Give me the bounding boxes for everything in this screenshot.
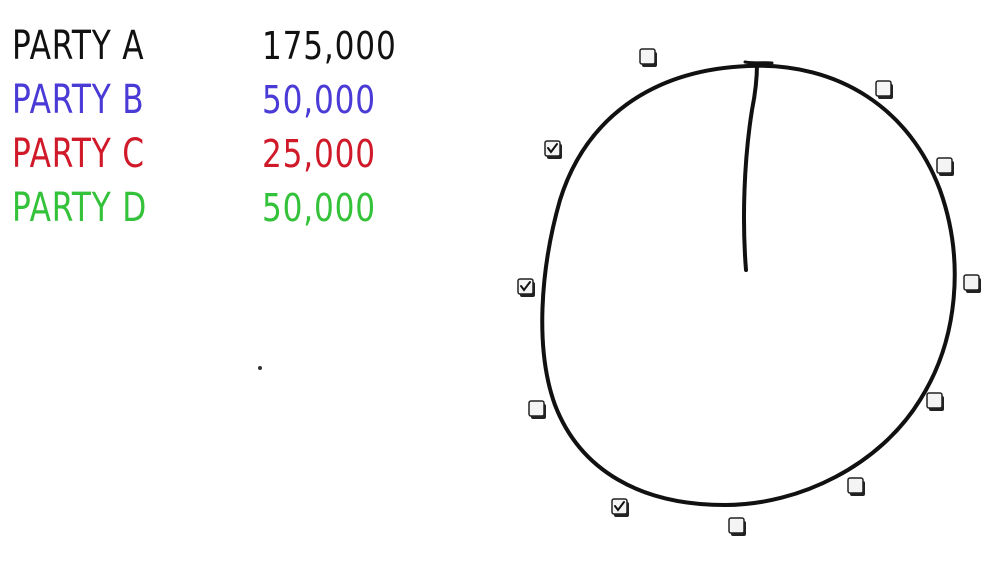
legend-row-party-d: PARTY D 50,000	[8, 184, 408, 238]
party-a-name: PARTY A	[12, 23, 145, 69]
checked-ballot-icon	[517, 278, 535, 297]
pie-divider-tick	[743, 60, 774, 65]
ballot-box-icon	[875, 80, 893, 99]
ballot-icons	[517, 48, 981, 536]
party-b-amount: 50,000	[262, 78, 376, 122]
party-b-name: PARTY B	[12, 77, 145, 123]
ballot-box-icon	[728, 517, 746, 536]
party-legend: PARTY A 175,000 PARTY B 50,000 PARTY C 2…	[8, 22, 408, 238]
ballot-box-icon	[936, 157, 954, 176]
stray-dot	[258, 366, 262, 370]
legend-row-party-b: PARTY B 50,000	[8, 76, 408, 130]
legend-row-party-c: PARTY C 25,000	[8, 130, 408, 184]
party-c-amount: 25,000	[262, 132, 376, 176]
ballot-box-icon	[847, 477, 865, 496]
party-c-name: PARTY C	[12, 131, 145, 177]
legend-row-party-a: PARTY A 175,000	[8, 22, 408, 76]
party-d-amount: 50,000	[262, 186, 376, 230]
pie-divider-line	[742, 62, 759, 272]
pie-circle	[540, 63, 957, 507]
ballot-box-icon	[528, 400, 546, 419]
checked-ballot-icon	[611, 498, 629, 517]
ballot-box-icon	[639, 48, 657, 67]
party-a-amount: 175,000	[262, 24, 397, 68]
ballot-box-icon	[963, 274, 981, 293]
checked-ballot-icon	[544, 140, 562, 159]
ballot-box-icon	[926, 392, 944, 411]
party-d-name: PARTY D	[12, 185, 148, 231]
